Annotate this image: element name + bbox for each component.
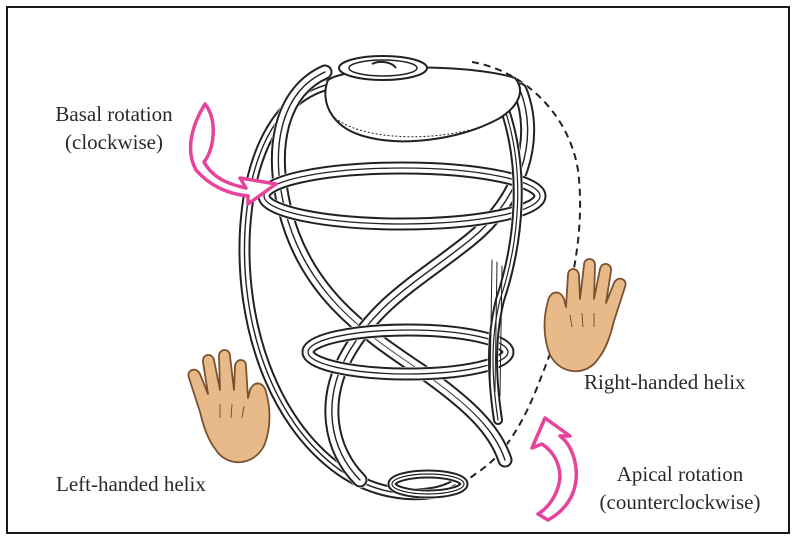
fiber-ring-lower xyxy=(308,330,508,374)
right-handed-helix-label: Right-handed helix xyxy=(584,368,746,396)
basal-rotation-title: Basal rotation xyxy=(24,100,204,128)
right-hand-icon xyxy=(545,259,626,371)
apical-rotation-label: Apical rotation (counterclockwise) xyxy=(580,460,780,516)
apical-rotation-title: Apical rotation xyxy=(580,460,780,488)
basal-rotation-direction: (clockwise) xyxy=(24,128,204,156)
fiber-ring-upper xyxy=(264,168,540,224)
basal-rotation-label: Basal rotation (clockwise) xyxy=(24,100,204,156)
left-handed-helix-label: Left-handed helix xyxy=(56,470,206,498)
curved-arrow-counterclockwise-icon xyxy=(532,418,576,520)
heart-base-cap xyxy=(325,56,520,141)
fiber-bundle xyxy=(490,110,518,420)
apical-rotation-direction: (counterclockwise) xyxy=(580,488,780,516)
left-hand-icon xyxy=(188,350,269,462)
